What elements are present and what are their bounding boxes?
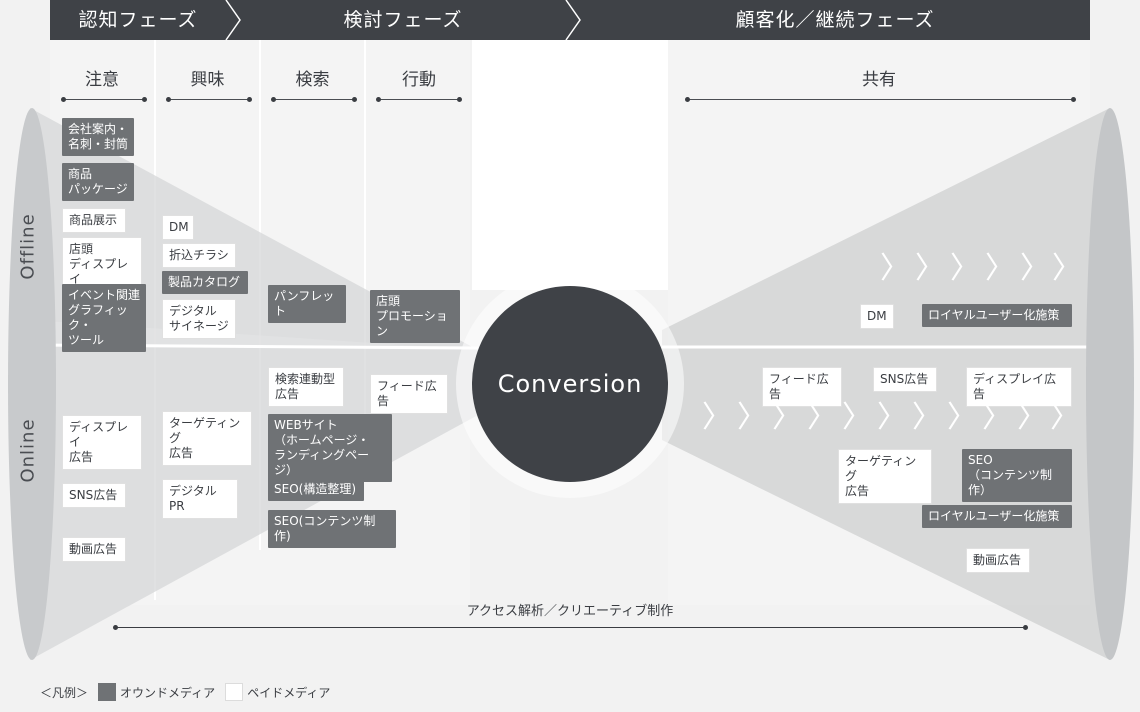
chevron-right-icon: 〉 [912,400,942,435]
chevron-right-icon: 〉 [1052,251,1082,286]
tag-share-seo-content: SEO （コンテンツ制作） [962,449,1072,502]
stage-share-line [685,97,1076,102]
conversion-label: Conversion [497,370,643,398]
tag-event-graphics: イベント関連 グラフィック・ ツール [62,284,146,352]
tag-pamphlet: パンフレット [268,285,346,323]
tag-sns-ad: SNS広告 [62,483,126,508]
tag-flyer: 折込チラシ [162,243,236,268]
chevron-right-icon: 〉 [1017,400,1047,435]
conversion-circle: Conversion [472,286,668,482]
stage-interest-line [166,97,252,102]
stage-interest: 興味 [190,70,225,90]
phase-awareness: 認知フェーズ [78,9,198,31]
tag-share-feed-ad: フィード広告 [762,367,842,407]
tag-dm: DM [162,215,194,240]
stage-search: 検索 [295,70,330,90]
tag-share-loyalty: ロイヤルユーザー化施策 [922,304,1072,327]
analysis-label: アクセス解析／クリエーティブ制作 [466,604,674,619]
chevron-right-icon: 〉 [915,251,945,286]
chevron-right-icon: 〉 [772,400,802,435]
tag-feed-ad: フィード広告 [370,374,448,414]
tag-display-ad: ディスプレイ 広告 [62,415,142,470]
chevron-right-icon: 〉 [737,400,767,435]
tag-share-display-ad: ディスプレイ広告 [966,367,1072,407]
stage-attention-line [61,97,147,102]
phase-consideration: 検討フェーズ [343,9,463,31]
tag-product-catalog: 製品カタログ [162,271,248,294]
tag-seo-structure: SEO(構造整理) [268,478,364,501]
tag-company-stationery: 会社案内・ 名刺・封筒 [62,118,134,156]
chevron-right-icon: 〉 [985,251,1015,286]
chevron-right-icon: 〉 [702,400,732,435]
tag-share-targeting-ad: ターゲティング 広告 [838,449,932,504]
legend-owned-swatch [98,683,117,701]
chevron-right-icon: 〉 [982,400,1012,435]
tag-digital-pr: デジタルPR [162,479,238,519]
tag-product-package: 商品 パッケージ [62,163,134,201]
legend-owned-label: オウンドメディア [120,685,216,700]
phase-retention: 顧客化／継続フェーズ [735,9,935,31]
stage-action: 行動 [402,70,436,90]
stage-attention: 注意 [85,70,119,90]
tag-store-promotion: 店頭 プロモーション [370,290,460,343]
chevron-right-icon: 〉 [947,400,977,435]
tag-search-ad: 検索連動型 広告 [268,367,344,407]
tag-digital-signage: デジタル サイネージ [162,299,236,339]
tag-store-display: 店頭 ディスプレイ [62,237,142,292]
tag-targeting-ad: ターゲティング 広告 [162,411,252,466]
offline-label: Offline [17,213,39,280]
legend-title: ＜凡例＞ [40,685,89,700]
tag-seo-content: SEO(コンテンツ制作) [268,510,396,548]
tag-product-display: 商品展示 [62,208,126,233]
tag-share-dm: DM [860,304,894,329]
legend: ＜凡例＞ オウンドメディア ペイドメディア [40,681,330,703]
stage-search-line [271,97,357,102]
chevron-right-icon: 〉 [807,400,837,435]
tag-share-sns-ad: SNS広告 [873,367,937,392]
online-label: Online [17,418,39,483]
chevron-right-icon: 〉 [1050,400,1080,435]
legend-paid-swatch [225,683,244,701]
chevron-right-icon: 〉 [1020,251,1050,286]
legend-paid-label: ペイドメディア [247,685,331,700]
tag-share-loyalty-online: ロイヤルユーザー化施策 [922,505,1072,528]
stage-action-line [376,97,462,102]
chevron-right-icon: 〉 [950,251,980,286]
analysis-line [113,625,1028,630]
tag-website: WEBサイト （ホームページ・ ランディングページ） [268,414,392,482]
chevron-right-icon: 〉 [842,400,872,435]
tag-share-video-ad: 動画広告 [966,548,1030,573]
tag-video-ad: 動画広告 [62,537,126,562]
chevron-right-icon: 〉 [880,251,910,286]
stage-share: 共有 [862,70,896,90]
chevron-right-icon: 〉 [877,400,907,435]
